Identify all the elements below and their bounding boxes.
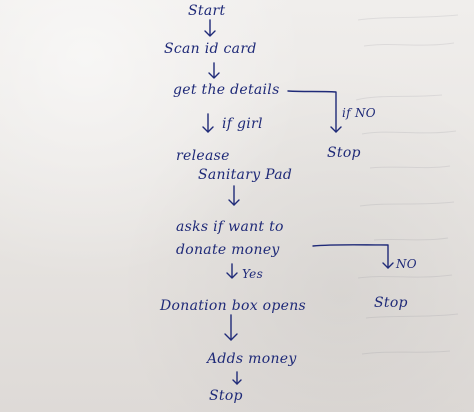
final-stop-node: Stop	[209, 388, 243, 404]
arrowhead-release-to-ask	[228, 199, 240, 206]
release-node-line1: release	[176, 148, 230, 164]
branch-1-stop: Stop	[327, 145, 361, 161]
arrowhead-details-no-branch	[330, 126, 342, 133]
ask-node-line1: asks if want to	[176, 219, 284, 235]
arrow-donate-no-branch	[312, 244, 389, 269]
branch-1-condition: if NO	[342, 106, 376, 120]
branch-2-condition: NO	[396, 257, 417, 271]
condition-if-girl: if girl	[222, 116, 263, 132]
arrow-details-no-branch	[287, 90, 337, 133]
arrowhead-scan-to-details	[208, 72, 220, 79]
arrowhead-ask-to-yes	[226, 272, 238, 279]
donation-box-node: Donation box opens	[160, 298, 307, 314]
arrowhead-adds-to-stop	[232, 379, 242, 385]
branch-2-stop: Stop	[374, 295, 408, 311]
main-flow-arrows	[202, 19, 242, 385]
arrowhead-details-to-condition	[202, 126, 214, 133]
release-node-line2: Sanitary Pad	[198, 167, 293, 183]
ask-node-line2: donate money	[176, 242, 280, 258]
arrowhead-donation-to-adds	[224, 333, 238, 341]
start-node: Start	[188, 3, 226, 19]
get-details-node: get the details	[173, 82, 280, 98]
scan-id-node: Scan id card	[164, 41, 257, 57]
adds-money-node: Adds money	[207, 351, 297, 367]
arrowhead-donate-no-branch	[382, 262, 394, 269]
yes-branch-label: Yes	[242, 267, 264, 281]
branch-arrows	[287, 90, 394, 269]
arrowhead-start-to-scan	[204, 30, 216, 37]
